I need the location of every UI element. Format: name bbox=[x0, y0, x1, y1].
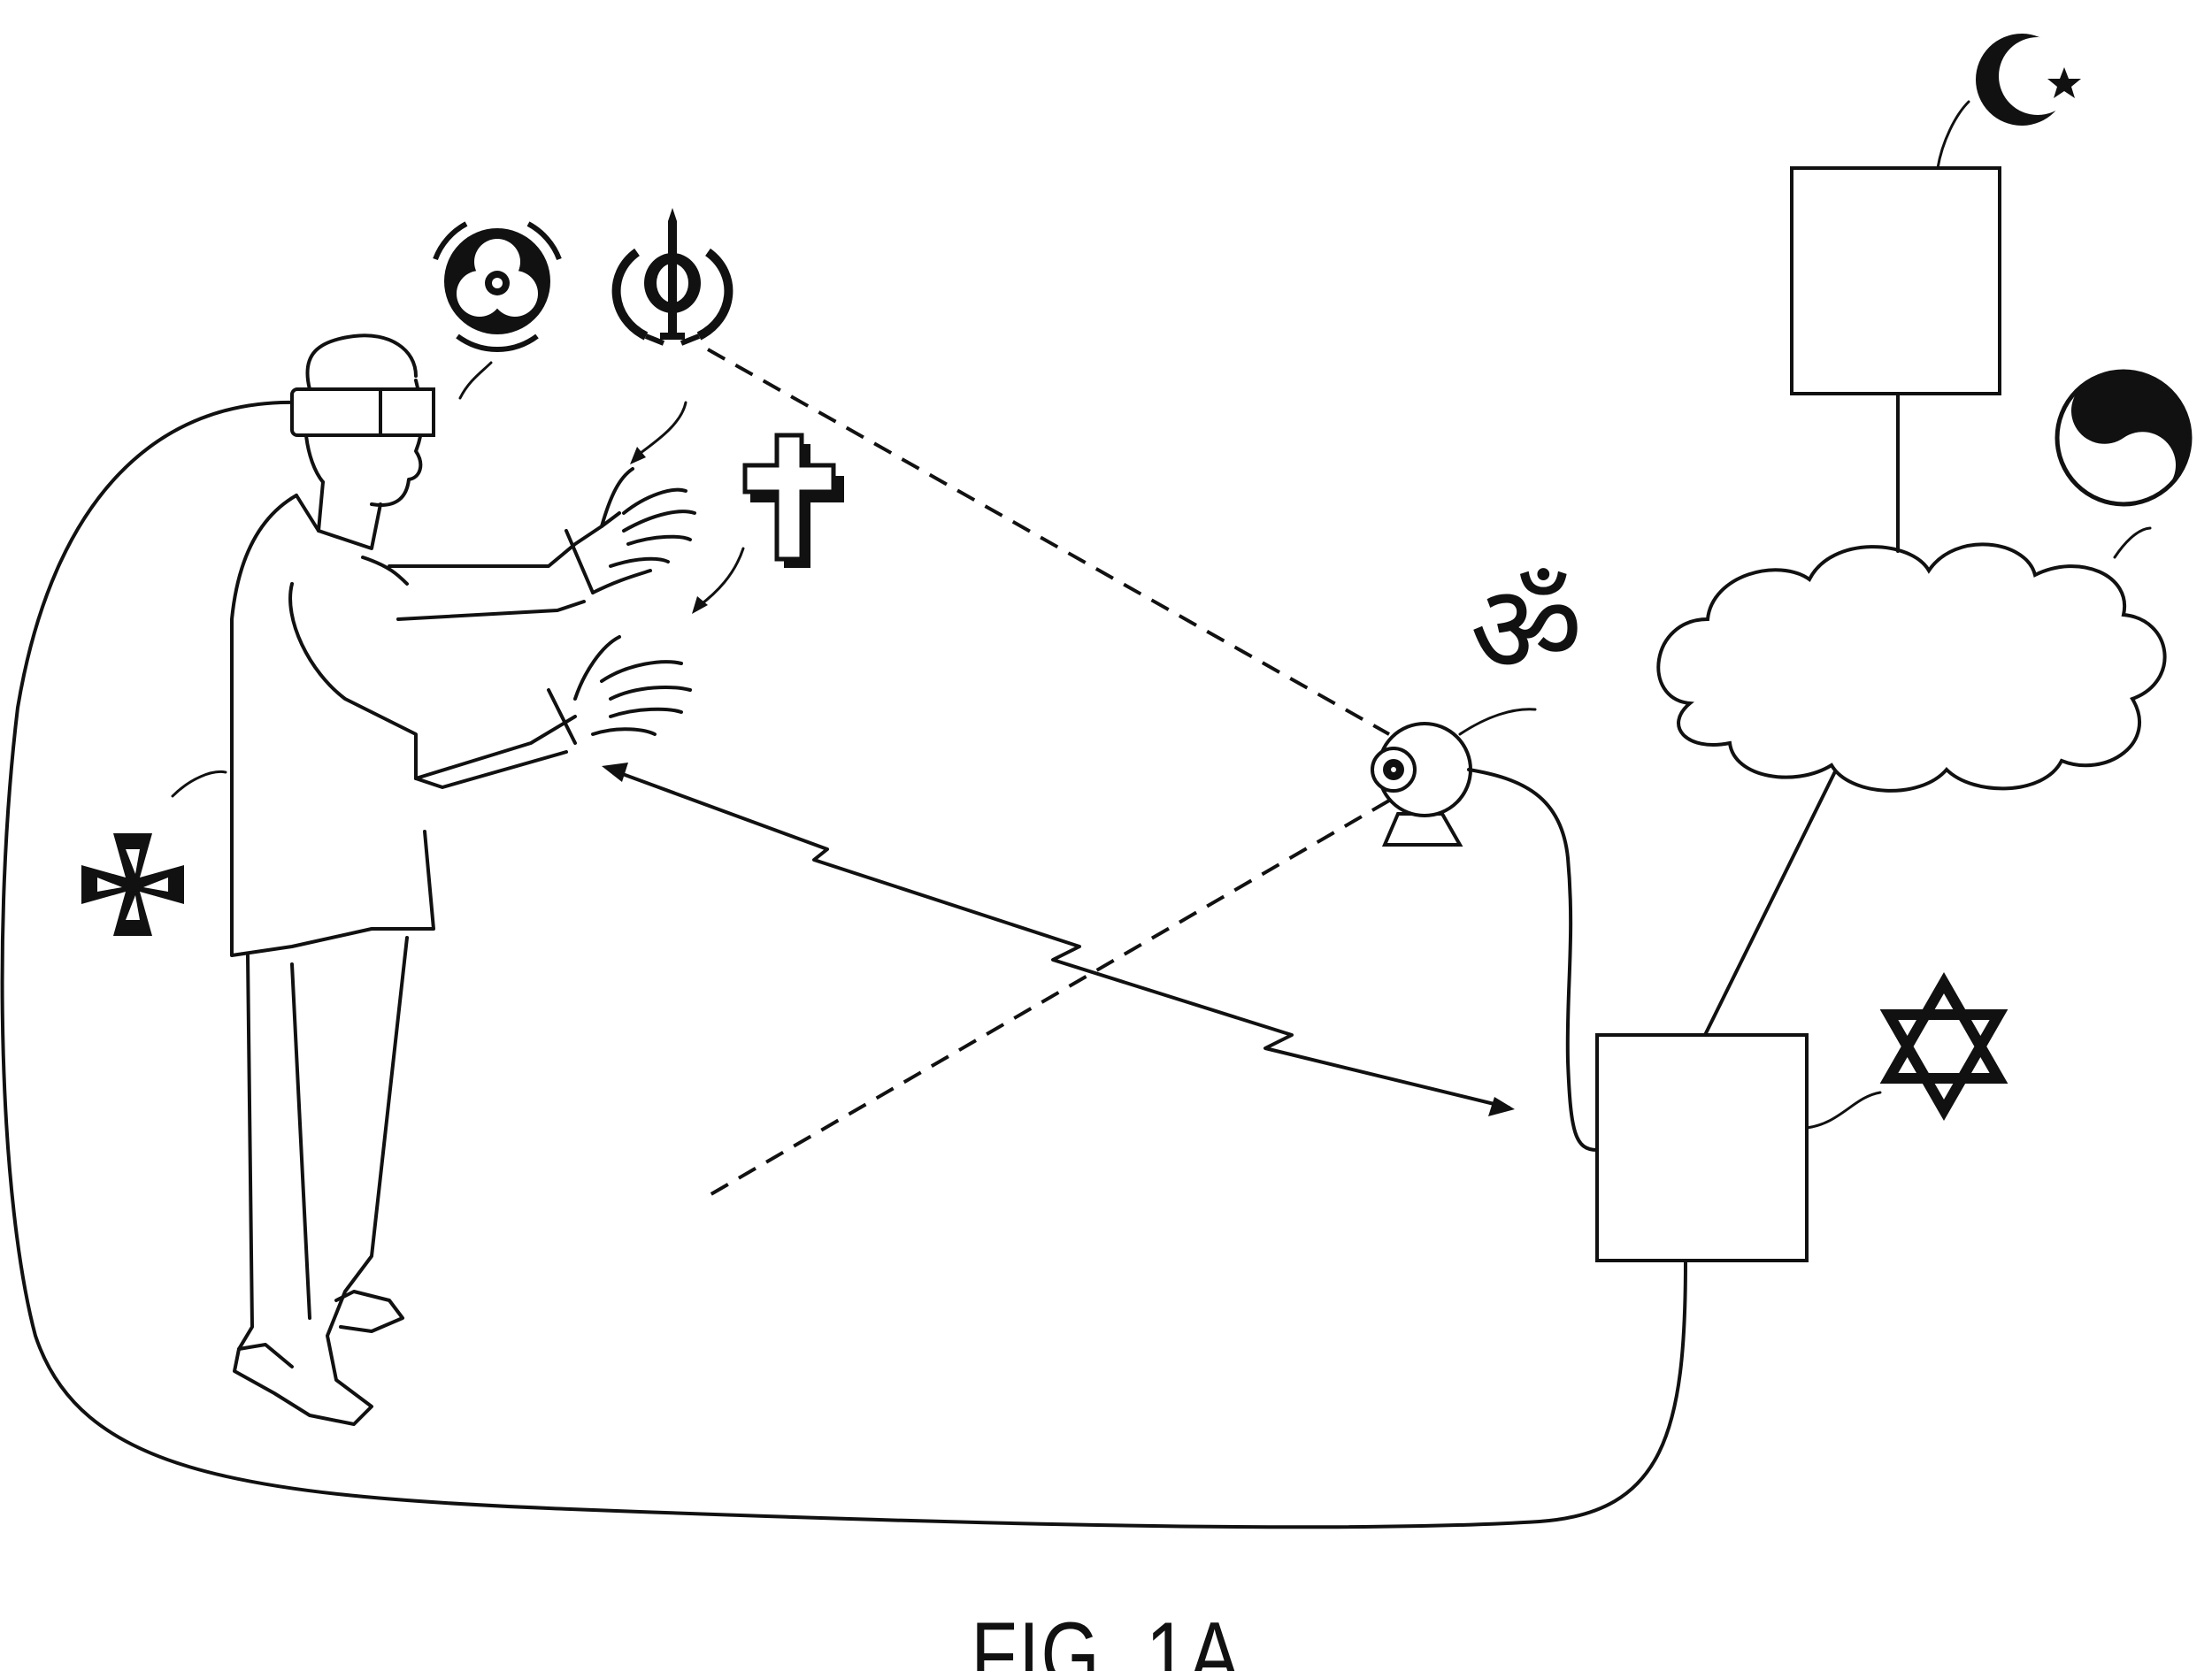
camera-cable bbox=[1467, 768, 1599, 1152]
user-figure bbox=[230, 333, 696, 1426]
yin-yang-leader bbox=[2113, 526, 2152, 559]
wireless-link bbox=[609, 768, 1510, 1109]
cross-pattee-icon bbox=[81, 833, 184, 936]
khanda-icon bbox=[611, 208, 733, 346]
yin-yang-icon bbox=[2055, 369, 2193, 507]
star-crescent-icon bbox=[1976, 34, 2081, 126]
computing-device-box bbox=[1595, 1033, 1809, 1262]
star-of-david-leader bbox=[1805, 1091, 1882, 1130]
headset-cable bbox=[0, 400, 1687, 1529]
om-icon: ॐ bbox=[1470, 558, 1583, 702]
network-link bbox=[1703, 750, 1847, 1037]
camera-device bbox=[1371, 722, 1472, 847]
star-crescent-leader bbox=[1936, 100, 1970, 170]
star-of-david-icon bbox=[1879, 971, 2008, 1122]
khanda-arrow bbox=[635, 401, 687, 457]
wireless-arrow-left bbox=[602, 763, 628, 782]
cross-pattee-leader bbox=[171, 770, 227, 798]
network-cloud bbox=[1656, 542, 2167, 793]
server-box bbox=[1790, 166, 2001, 395]
wireless-arrow-right bbox=[1488, 1097, 1515, 1116]
tracking-line-lower bbox=[702, 799, 1391, 1200]
figure-caption: FIG. 1A bbox=[971, 1604, 1241, 1671]
triquetra-leader bbox=[458, 361, 493, 400]
latin-cross-icon bbox=[742, 433, 844, 568]
om-leader bbox=[1458, 708, 1537, 736]
tracking-line-upper bbox=[707, 348, 1390, 736]
triquetra-icon bbox=[433, 221, 562, 352]
cross-arrow bbox=[697, 547, 745, 608]
